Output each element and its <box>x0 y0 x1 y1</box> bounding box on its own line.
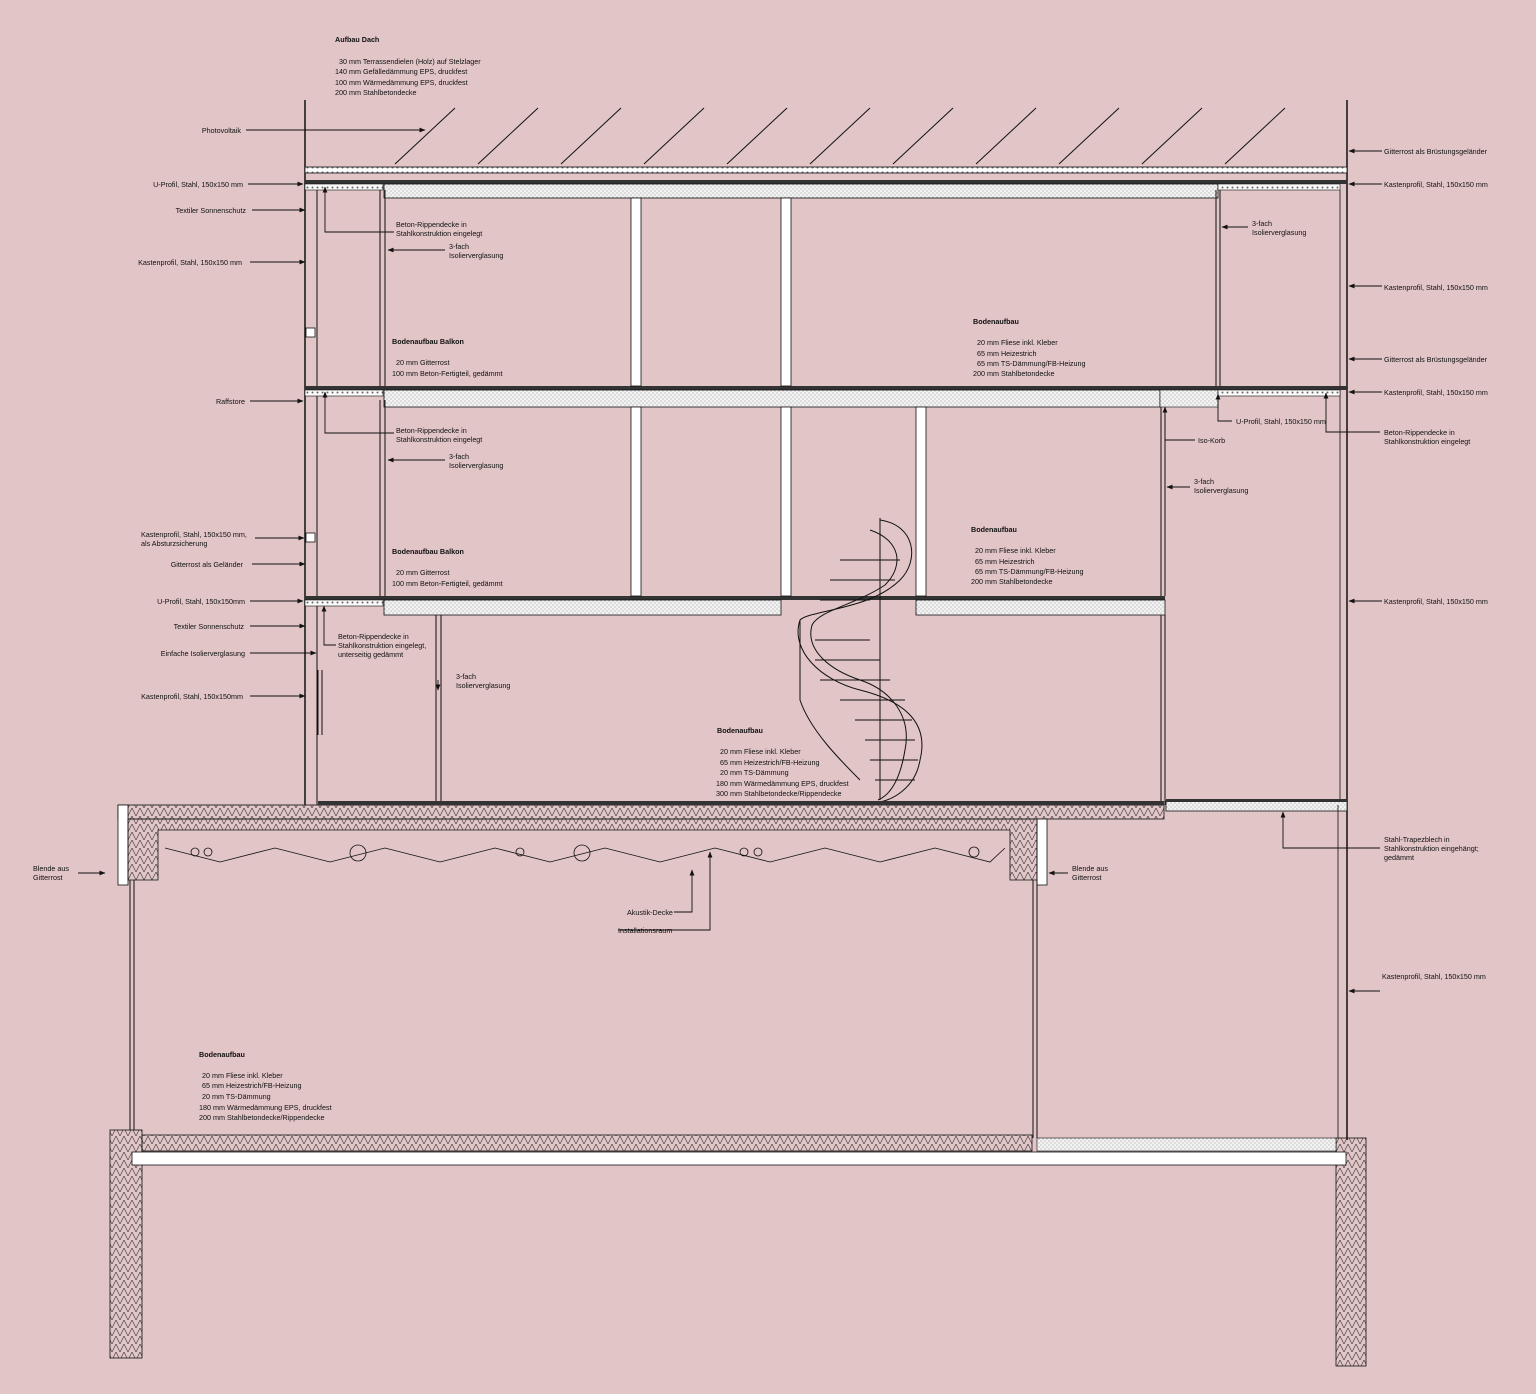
structure <box>109 100 1367 1367</box>
floor-ground-line-5: 300 mm Stahlbetondecke/Rippendecke <box>716 789 841 798</box>
label-blende-right-1: Blende aus <box>1072 864 1108 873</box>
label-raffstore: Raffstore <box>216 397 245 406</box>
label-glazing-top-1: 3-fach <box>449 242 469 251</box>
roof-title: Aufbau Dach <box>335 35 379 44</box>
label-glazing-low-1: 3-fach <box>456 672 476 681</box>
label-u-profil-right: U-Profil, Stahl, 150x150 mm <box>1236 417 1326 426</box>
label-glazing-right-mid-2: Isolierverglasung <box>1194 486 1248 495</box>
label-iso-korb: Iso-Korb <box>1198 436 1225 445</box>
ribbed-ceiling <box>127 818 1038 881</box>
label-rippen-mid-1: Beton-Rippendecke in <box>396 426 467 435</box>
balcony-lower-line-2: 100 mm Beton-Fertigteil, gedämmt <box>392 579 503 588</box>
floor-mid-line-2: 65 mm Heizestrich <box>975 557 1035 566</box>
label-glazing-right-top-1: 3-fach <box>1252 219 1272 228</box>
floor-basement-title: Bodenaufbau <box>199 1050 245 1059</box>
label-u-profil-mid: U-Profil, Stahl, 150x150mm <box>157 597 245 606</box>
label-glazing-right-mid-1: 3-fach <box>1194 477 1214 486</box>
label-blende-left-1: Blende aus <box>33 864 69 873</box>
label-rippen-top-1: Beton-Rippendecke in <box>396 220 467 229</box>
label-glazing-low-2: Isolierverglasung <box>456 681 510 690</box>
label-rippen-right-2: Stahlkonstruktion eingelegt <box>1384 437 1470 446</box>
floor-ground-line-4: 180 mm Wärmedämmung EPS, druckfest <box>716 779 849 788</box>
label-glazing-top-2: Isolierverglasung <box>449 251 503 260</box>
floor-slab-upper <box>304 386 1347 408</box>
balcony-upper-line-2: 100 mm Beton-Fertigteil, gedämmt <box>392 369 503 378</box>
interior-columns <box>630 197 927 597</box>
leader-lines <box>78 127 1382 994</box>
label-kastenprofil-absturz-1: Kastenprofil, Stahl, 150x150 mm, <box>141 530 247 539</box>
balcony-upper-line-1: 20 mm Gitterrost <box>396 358 450 367</box>
floor-mid-line-3: 65 mm TS-Dämmung/FB-Heizung <box>975 567 1084 576</box>
label-glazing-right-top-2: Isolierverglasung <box>1252 228 1306 237</box>
label-rippen-low-1: Beton-Rippendecke in <box>338 632 409 641</box>
label-glazing-mid-2: Isolierverglasung <box>449 461 503 470</box>
label-einfache: Einfache Isolierverglasung <box>161 649 245 658</box>
label-rippen-low-2: Stahlkonstruktion eingelegt, <box>338 641 426 650</box>
ground-floor-slab <box>117 799 1348 886</box>
floor-basement-line-5: 200 mm Stahlbetondecke/Rippendecke <box>199 1113 324 1122</box>
floor-mid-line-4: 200 mm Stahlbetondecke <box>971 577 1053 586</box>
photovoltaic-panels <box>394 107 1286 165</box>
label-gitterrost-2: Gitterrost als Brüstungsgeländer <box>1384 355 1488 364</box>
floor-ground-line-3: 20 mm TS-Dämmung <box>720 768 789 777</box>
floor-ground-line-2: 65 mm Heizestrich/FB-Heizung <box>720 758 819 767</box>
label-trapez-2: Stahlkonstruktion eingehängt; <box>1384 844 1479 853</box>
basement-structure <box>109 805 1367 1367</box>
label-kastenprofil-absturz-2: als Absturzsicherung <box>141 539 207 548</box>
label-trapez-1: Stahl-Trapezblech in <box>1384 835 1450 844</box>
label-rippen-low-3: unterseitig gedämmt <box>338 650 403 659</box>
label-glazing-mid-1: 3-fach <box>449 452 469 461</box>
label-blende-left-2: Gitterrost <box>33 873 63 882</box>
balcony-lower-title: Bodenaufbau Balkon <box>392 547 464 556</box>
label-textiler-top: Textiler Sonnenschutz <box>176 206 247 215</box>
floor-ground-title: Bodenaufbau <box>717 726 763 735</box>
spiral-staircase <box>797 518 923 803</box>
label-gitterrost-gelaender: Gitterrost als Geländer <box>171 560 244 569</box>
floor-ground-line-1: 20 mm Fliese inkl. Kleber <box>720 747 801 756</box>
label-textiler-mid: Textiler Sonnenschutz <box>174 622 245 631</box>
floor-slab-middle <box>304 596 1166 616</box>
roof-line-1: 30 mm Terrassendielen (Holz) auf Stelzla… <box>339 57 481 66</box>
label-u-profil-top: U-Profil, Stahl, 150x150 mm <box>153 180 243 189</box>
floor-mid-line-1: 20 mm Fliese inkl. Kleber <box>975 546 1056 555</box>
roof-slab <box>304 166 1348 199</box>
floor-basement-line-4: 180 mm Wärmedämmung EPS, druckfest <box>199 1103 332 1112</box>
balcony-upper-title: Bodenaufbau Balkon <box>392 337 464 346</box>
label-trapez-3: gedämmt <box>1384 853 1414 862</box>
label-rippen-top-2: Stahlkonstruktion eingelegt <box>396 229 482 238</box>
floor-top-line-1: 20 mm Fliese inkl. Kleber <box>977 338 1058 347</box>
roof-line-4: 200 mm Stahlbetondecke <box>335 88 417 97</box>
roof-line-3: 100 mm Wärmedämmung EPS, druckfest <box>335 78 468 87</box>
floor-basement-line-3: 20 mm TS-Dämmung <box>202 1092 271 1101</box>
label-rippen-right-1: Beton-Rippendecke in <box>1384 428 1455 437</box>
floor-top-line-3: 65 mm TS-Dämmung/FB-Heizung <box>977 359 1086 368</box>
label-kastenprofil-right-3: Kastenprofil, Stahl, 150x150 mm <box>1384 388 1488 397</box>
label-kastenprofil-right-4: Kastenprofil, Stahl, 150x150 mm <box>1384 597 1488 606</box>
label-kastenprofil-right-1: Kastenprofil, Stahl, 150x150 mm <box>1384 180 1488 189</box>
floor-top-line-4: 200 mm Stahlbetondecke <box>973 369 1055 378</box>
label-gitterrost-top: Gitterrost als Brüstungsgeländer <box>1384 147 1488 156</box>
label-kastenprofil-low: Kastenprofil, Stahl, 150x150mm <box>141 692 243 701</box>
floor-mid-title: Bodenaufbau <box>971 525 1017 534</box>
label-kastenprofil-top: Kastenprofil, Stahl, 150x150 mm <box>138 258 242 267</box>
floor-basement-line-1: 20 mm Fliese inkl. Kleber <box>202 1071 283 1080</box>
label-rippen-mid-2: Stahlkonstruktion eingelegt <box>396 435 482 444</box>
balcony-lower-line-1: 20 mm Gitterrost <box>396 568 450 577</box>
floor-basement-line-2: 65 mm Heizestrich/FB-Heizung <box>202 1081 301 1090</box>
label-photovoltaik: Photovoltaik <box>202 126 242 135</box>
floor-top-title: Bodenaufbau <box>973 317 1019 326</box>
label-kastenprofil-right-2: Kastenprofil, Stahl, 150x150 mm <box>1384 283 1488 292</box>
label-akustik: Akustik-Decke <box>627 908 673 917</box>
roof-line-2: 140 mm Gefälledämmung EPS, druckfest <box>335 67 467 76</box>
floor-top-line-2: 65 mm Heizestrich <box>977 349 1037 358</box>
label-installation: Installationsraum <box>618 926 672 935</box>
label-blende-right-2: Gitterrost <box>1072 873 1102 882</box>
label-kastenprofil-right-5: Kastenprofil, Stahl, 150x150 mm <box>1382 972 1486 981</box>
annotations: Aufbau Dach 30 mm Terrassendielen (Holz)… <box>33 35 1488 1122</box>
